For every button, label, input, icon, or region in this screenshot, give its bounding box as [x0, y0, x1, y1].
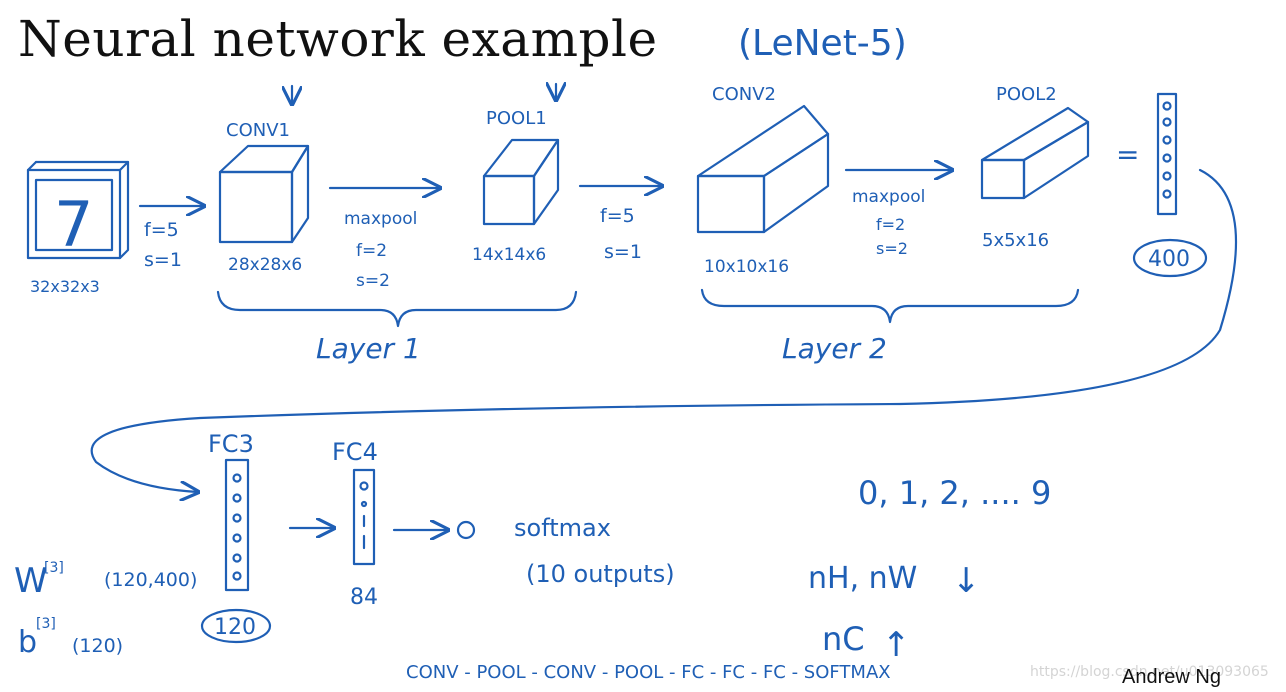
arrow-flatten-to-fc3 [90, 168, 1238, 492]
nc-label: nC [822, 620, 865, 658]
pool2-dims: 5x5x16 [982, 230, 1049, 251]
fc3-weight-superscript: [3] [44, 560, 64, 576]
pool2-op: maxpool [852, 187, 925, 207]
layer2-label: Layer 2 [782, 332, 887, 365]
pool1-filter: f=2 [356, 241, 387, 261]
pool2-stride: s=2 [876, 239, 908, 258]
conv1-stride: s=1 [144, 249, 182, 271]
architecture-sequence: CONV - POOL - CONV - POOL - FC - FC - FC… [406, 662, 891, 683]
softmax-label: softmax [514, 514, 611, 542]
conv2-filter: f=5 [600, 205, 635, 227]
conv1-label: CONV1 [226, 120, 290, 141]
flatten-size-circle [1132, 238, 1208, 278]
conv1-volume [218, 144, 310, 244]
conv2-volume [696, 104, 830, 234]
pool1-stride: s=2 [356, 271, 390, 291]
output-classes: 0, 1, 2, .... 9 [858, 474, 1051, 512]
flatten-vector [1156, 92, 1178, 216]
conv1-dims: 28x28x6 [228, 255, 302, 275]
pool1-op: maxpool [344, 209, 417, 229]
layer1-brace [216, 290, 578, 328]
input-image: 7 [26, 160, 130, 261]
conv2-label: CONV2 [712, 84, 776, 105]
fc3-size-circle [200, 608, 272, 644]
flatten-equals: = [1116, 138, 1139, 171]
pool2-volume [980, 106, 1090, 200]
nc-increase-arrow: ↑ [882, 625, 911, 665]
conv2-dims: 10x10x16 [704, 257, 789, 277]
fc3-weight-shape: (120,400) [104, 569, 197, 591]
fc3-vector [224, 458, 250, 592]
fc3-bias-superscript: [3] [36, 616, 56, 632]
pool1-volume [482, 138, 560, 226]
fc3-size: 120 [214, 615, 256, 640]
nh-nw-decrease-arrow: ↓ [952, 561, 981, 601]
subtitle-lenet5: (LeNet-5) [738, 23, 907, 64]
input-digit: 7 [54, 188, 93, 261]
layer1-label: Layer 1 [316, 332, 421, 365]
slide-title: Neural network example [18, 10, 658, 68]
input-dims: 32x32x3 [30, 277, 100, 296]
pool1-label: POOL1 [486, 108, 547, 129]
fc3-label: FC3 [208, 430, 254, 458]
fc4-vector [352, 468, 376, 566]
pool1-dims: 14x14x6 [472, 245, 546, 265]
conv2-stride: s=1 [604, 241, 642, 263]
softmax-outputs: (10 outputs) [526, 560, 675, 588]
flatten-size: 400 [1148, 247, 1190, 272]
conv1-filter: f=5 [144, 219, 179, 241]
pool2-label: POOL2 [996, 84, 1057, 105]
fc3-weight-symbol: W [14, 561, 48, 601]
watermark: https://blog.csdn.net/u013093065 [1030, 664, 1269, 680]
softmax-output-node [456, 520, 476, 540]
fc4-size: 84 [350, 585, 378, 610]
author-credit: Andrew Ng [1122, 666, 1221, 688]
fc3-bias-shape: (120) [72, 635, 123, 657]
fc3-bias-symbol: b [18, 625, 37, 660]
layer2-brace [700, 288, 1080, 324]
pool2-filter: f=2 [876, 215, 905, 234]
fc4-label: FC4 [332, 438, 378, 466]
nh-nw-label: nH, nW [808, 561, 917, 596]
